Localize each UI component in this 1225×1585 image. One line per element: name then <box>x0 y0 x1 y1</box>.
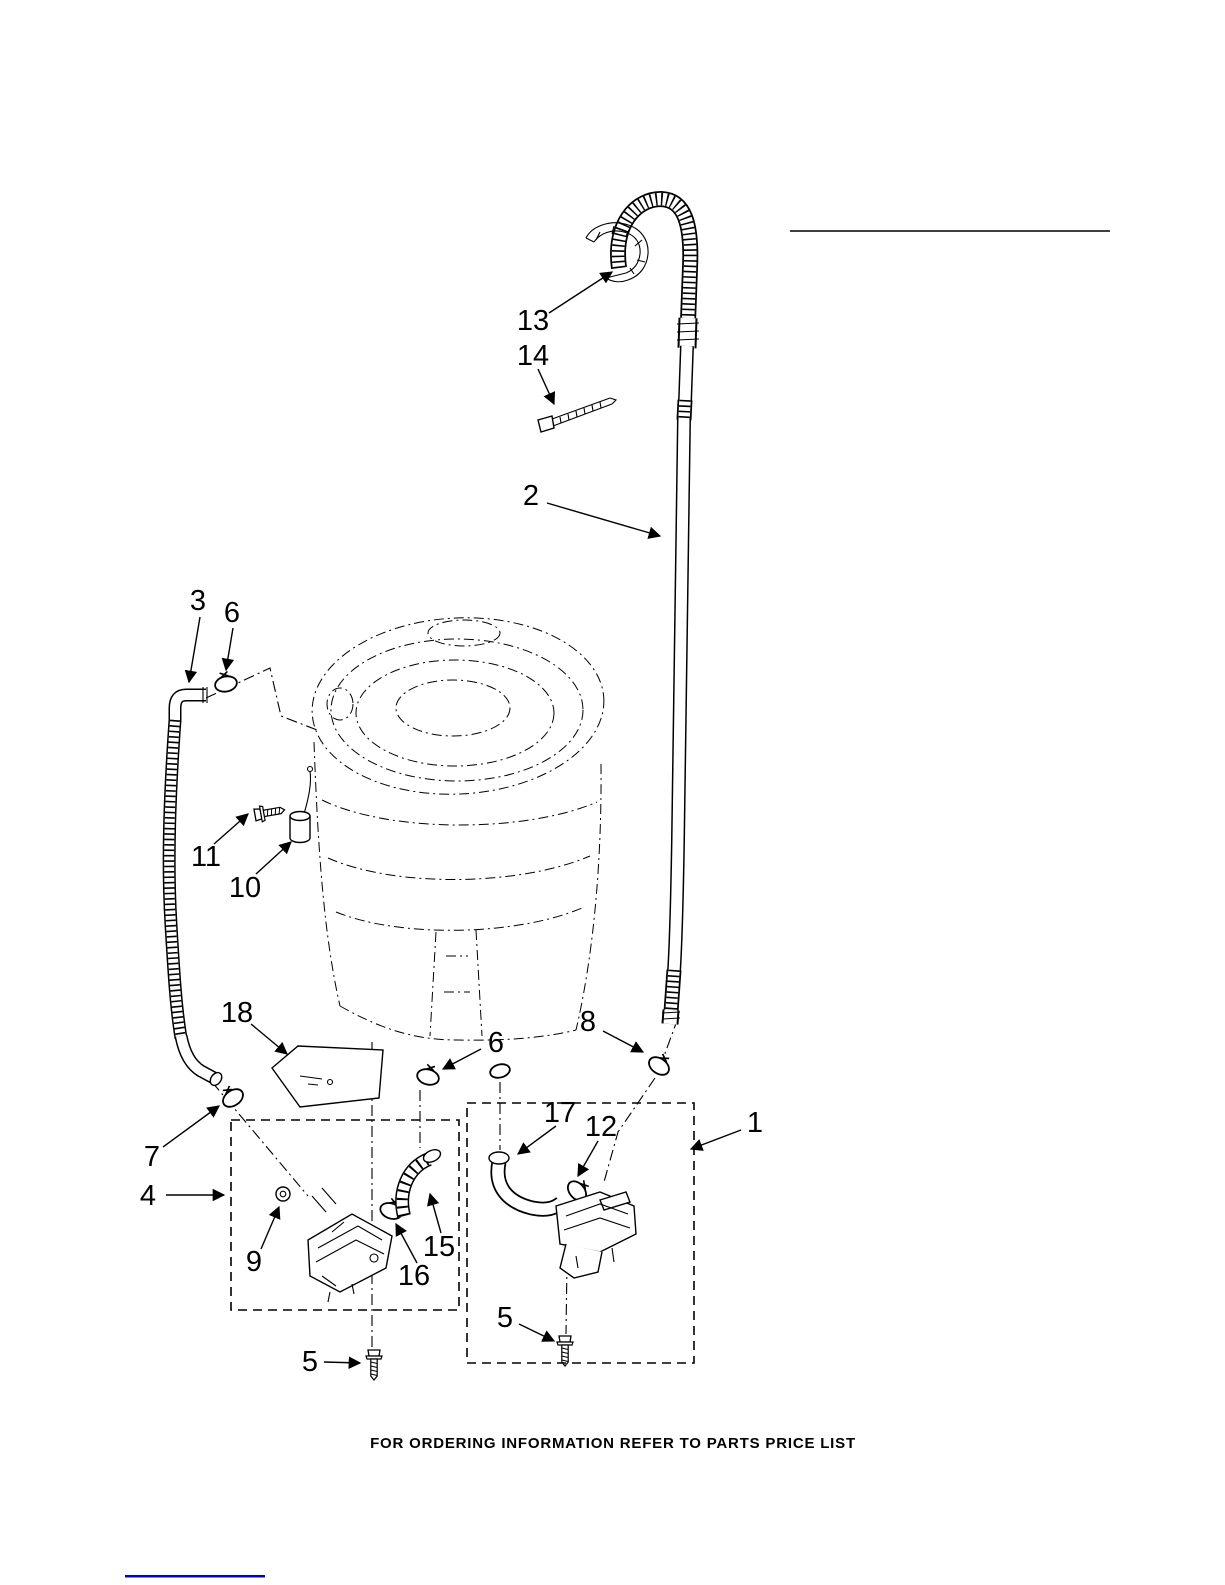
screw-5-left <box>365 1349 383 1381</box>
callout-15-label: 15 <box>423 1231 455 1263</box>
callout-4: 4 <box>140 1180 226 1212</box>
callout-17: 17 <box>516 1097 576 1155</box>
callout-6-top-label: 6 <box>224 597 240 629</box>
callout-3: 3 <box>184 585 206 684</box>
spacer-10 <box>289 765 314 844</box>
pump-assembly-left <box>307 1187 393 1303</box>
callout-4-label: 4 <box>140 1180 156 1212</box>
callout-13-label: 13 <box>517 305 549 337</box>
callout-18: 18 <box>221 997 288 1055</box>
callout-13: 13 <box>517 271 614 337</box>
callout-17-label: 17 <box>544 1097 576 1129</box>
callout-14: 14 <box>517 340 556 406</box>
callout-5-left: 5 <box>302 1346 362 1378</box>
grommet-9 <box>275 1186 291 1202</box>
inlet-hose <box>169 687 223 1087</box>
drain-hose-clip <box>585 222 649 283</box>
hose-clamp-6-top <box>211 669 240 695</box>
callout-5-right: 5 <box>497 1302 556 1342</box>
callout-5-right-label: 5 <box>497 1302 513 1334</box>
drain-pump-right <box>555 1191 637 1279</box>
group-box-4 <box>230 1119 460 1311</box>
callout-15: 15 <box>423 1192 455 1263</box>
elbow-hose-17 <box>488 1151 561 1209</box>
drain-hose <box>618 199 700 1024</box>
callout-16-label: 16 <box>398 1260 430 1292</box>
group-box-1 <box>466 1102 695 1364</box>
callout-1-label: 1 <box>747 1107 763 1139</box>
shield-18 <box>271 1045 384 1108</box>
cable-tie <box>537 397 618 433</box>
callout-12-label: 12 <box>585 1111 617 1143</box>
callout-12: 12 <box>577 1111 617 1178</box>
elbow-hose-15 <box>402 1149 442 1216</box>
washer-tub-outline <box>311 617 605 1041</box>
footer-note: FOR ORDERING INFORMATION REFER TO PARTS … <box>370 1435 856 1452</box>
callout-3-label: 3 <box>190 585 206 617</box>
hose-clamp <box>489 1063 511 1079</box>
hose-clamp-8 <box>644 1048 676 1080</box>
hose-clamp-6-mid <box>414 1061 443 1088</box>
callout-10-label: 10 <box>229 872 261 904</box>
callout-8-label: 8 <box>580 1006 596 1038</box>
callout-18-label: 18 <box>221 997 253 1029</box>
callout-8: 8 <box>580 1006 645 1053</box>
callout-6-mid-label: 6 <box>488 1027 504 1059</box>
callout-11-label: 11 <box>191 841 221 873</box>
link-underline <box>125 1575 265 1578</box>
callout-5-left-label: 5 <box>302 1346 318 1378</box>
callout-7-label: 7 <box>144 1141 160 1173</box>
callout-6-mid: 6 <box>441 1027 504 1070</box>
callout-11: 11 <box>191 813 249 873</box>
callout-2: 2 <box>523 480 662 539</box>
callout-2-label: 2 <box>523 480 539 512</box>
screw-5-right <box>556 1335 574 1367</box>
screw-11 <box>252 801 287 824</box>
callout-14-label: 14 <box>517 340 549 372</box>
hose-clamp-7 <box>216 1080 248 1112</box>
callout-16: 16 <box>395 1222 430 1292</box>
callout-6-top: 6 <box>221 597 240 672</box>
callout-9: 9 <box>246 1205 281 1278</box>
callout-1: 1 <box>689 1107 763 1151</box>
callout-7: 7 <box>144 1105 221 1173</box>
callout-10: 10 <box>229 841 292 904</box>
callout-9-label: 9 <box>246 1246 262 1278</box>
